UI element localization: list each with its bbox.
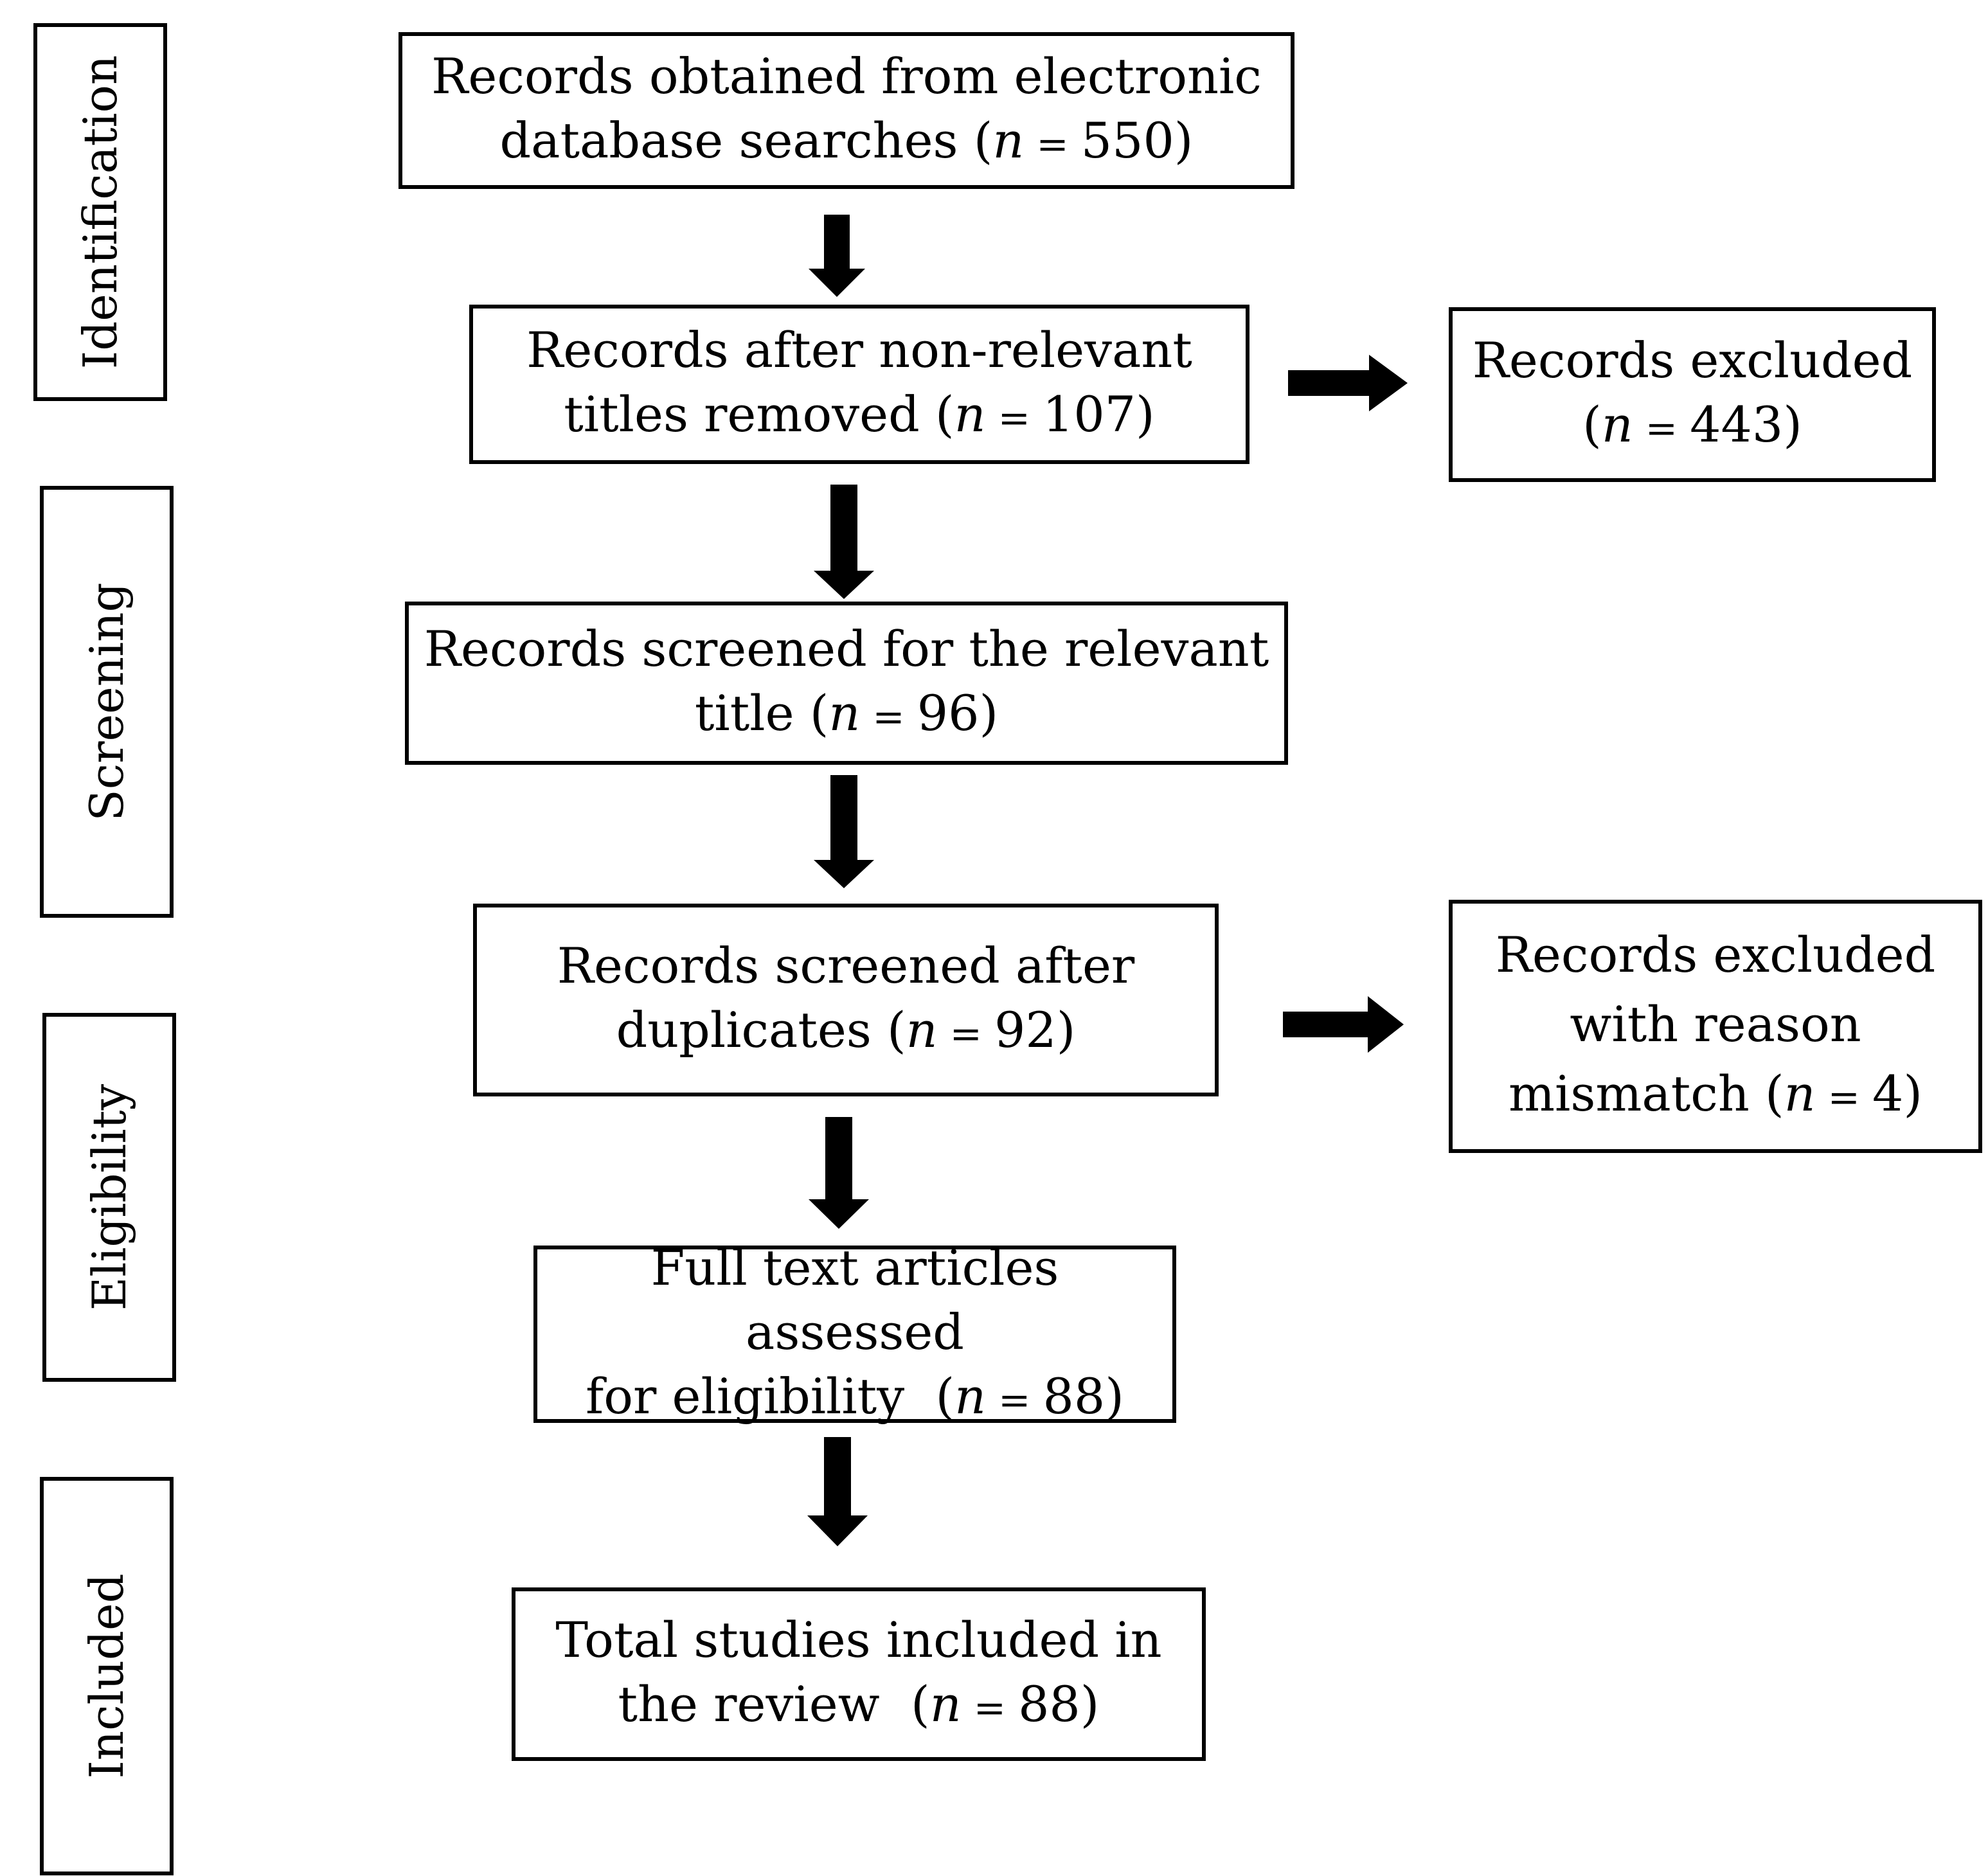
arrow-down-3	[814, 775, 874, 888]
box-excluded-1-line1: Records excluded	[1472, 332, 1913, 389]
n-symbol: n	[906, 1001, 938, 1059]
box-screened-duplicates-line1: Records screened after	[557, 937, 1135, 994]
box-full-text-line1: Full text articles assessed	[650, 1239, 1059, 1361]
box-included-total-line1: Total studies included in	[555, 1611, 1162, 1668]
count-value: 107	[1042, 386, 1136, 443]
stage-eligibility: Eligibility	[42, 1013, 176, 1382]
box-screened-duplicates-line2: duplicates (	[616, 1001, 906, 1059]
box-database-search-line2: database searches (	[499, 112, 993, 169]
close-paren: )	[1136, 386, 1155, 443]
box-excluded-2-line2: with reason	[1570, 996, 1861, 1053]
equals-sign: =	[860, 695, 917, 740]
close-paren: )	[1105, 1368, 1124, 1425]
box-excluded-2-line1: Records excluded	[1495, 926, 1936, 983]
box-full-text-line2: for eligibility (	[586, 1368, 955, 1425]
equals-sign: =	[961, 1686, 1019, 1731]
arrow-down-1	[809, 215, 865, 297]
n-symbol: n	[1784, 1065, 1816, 1122]
close-paren: )	[1903, 1065, 1922, 1122]
arrow-down-5	[807, 1437, 868, 1546]
arrow-right-1	[1288, 355, 1408, 411]
arrow-right-2	[1283, 996, 1404, 1053]
n-symbol: n	[929, 1675, 962, 1733]
n-symbol: n	[954, 1368, 987, 1425]
count-value: 92	[994, 1001, 1057, 1059]
arrow-down-4	[809, 1117, 869, 1229]
box-non-relevant-line1: Records after non-relevant	[526, 321, 1192, 379]
box-full-text: Full text articles assessed for eligibil…	[533, 1239, 1176, 1425]
box-included-total: Total studies included in the review (n …	[512, 1587, 1206, 1761]
count-value: 88	[1018, 1675, 1080, 1733]
n-symbol: n	[954, 386, 986, 443]
box-excluded-2: Records excluded with reason mismatch (n…	[1449, 900, 1982, 1153]
equals-sign: =	[937, 1012, 995, 1057]
box-screened-relevant-line1: Records screened for the relevant	[424, 620, 1269, 677]
close-paren: )	[1174, 112, 1194, 169]
close-paren: )	[1080, 1675, 1100, 1733]
box-non-relevant-removed: Records after non-relevant titles remove…	[469, 305, 1249, 464]
count-value: 550	[1080, 112, 1174, 169]
equals-sign: =	[1024, 122, 1081, 167]
box-database-search-line1: Records obtained from electronic	[431, 48, 1262, 105]
box-excluded-1: Records excluded (n = 443)	[1449, 307, 1936, 482]
box-screened-duplicates: Records screened after duplicates (n = 9…	[473, 904, 1219, 1096]
close-paren: )	[979, 684, 999, 742]
stage-identification: Identification	[33, 23, 167, 401]
count-value: 96	[917, 684, 980, 742]
equals-sign: =	[985, 396, 1043, 441]
equals-sign: =	[1815, 1075, 1872, 1120]
box-screened-relevant-line2: title (	[694, 684, 829, 742]
box-database-search: Records obtained from electronic databas…	[398, 32, 1294, 189]
close-paren: )	[1783, 396, 1802, 453]
n-symbol: n	[828, 684, 861, 742]
stage-included: Included	[40, 1477, 174, 1875]
stage-screening: Screening	[40, 486, 174, 918]
count-value: 4	[1872, 1065, 1904, 1122]
box-non-relevant-line2: titles removed (	[564, 386, 954, 443]
n-symbol: n	[1601, 396, 1633, 453]
count-value: 88	[1043, 1368, 1106, 1425]
equals-sign: =	[986, 1378, 1043, 1423]
box-included-total-line2: the review (	[618, 1675, 930, 1733]
arrow-down-2	[814, 485, 874, 599]
equals-sign: =	[1633, 406, 1690, 451]
box-screened-relevant: Records screened for the relevant title …	[405, 602, 1288, 765]
n-symbol: n	[992, 112, 1025, 169]
box-excluded-2-line3: mismatch (	[1508, 1065, 1784, 1122]
open-paren: (	[1582, 396, 1602, 453]
count-value: 443	[1690, 396, 1784, 453]
close-paren: )	[1056, 1001, 1076, 1059]
